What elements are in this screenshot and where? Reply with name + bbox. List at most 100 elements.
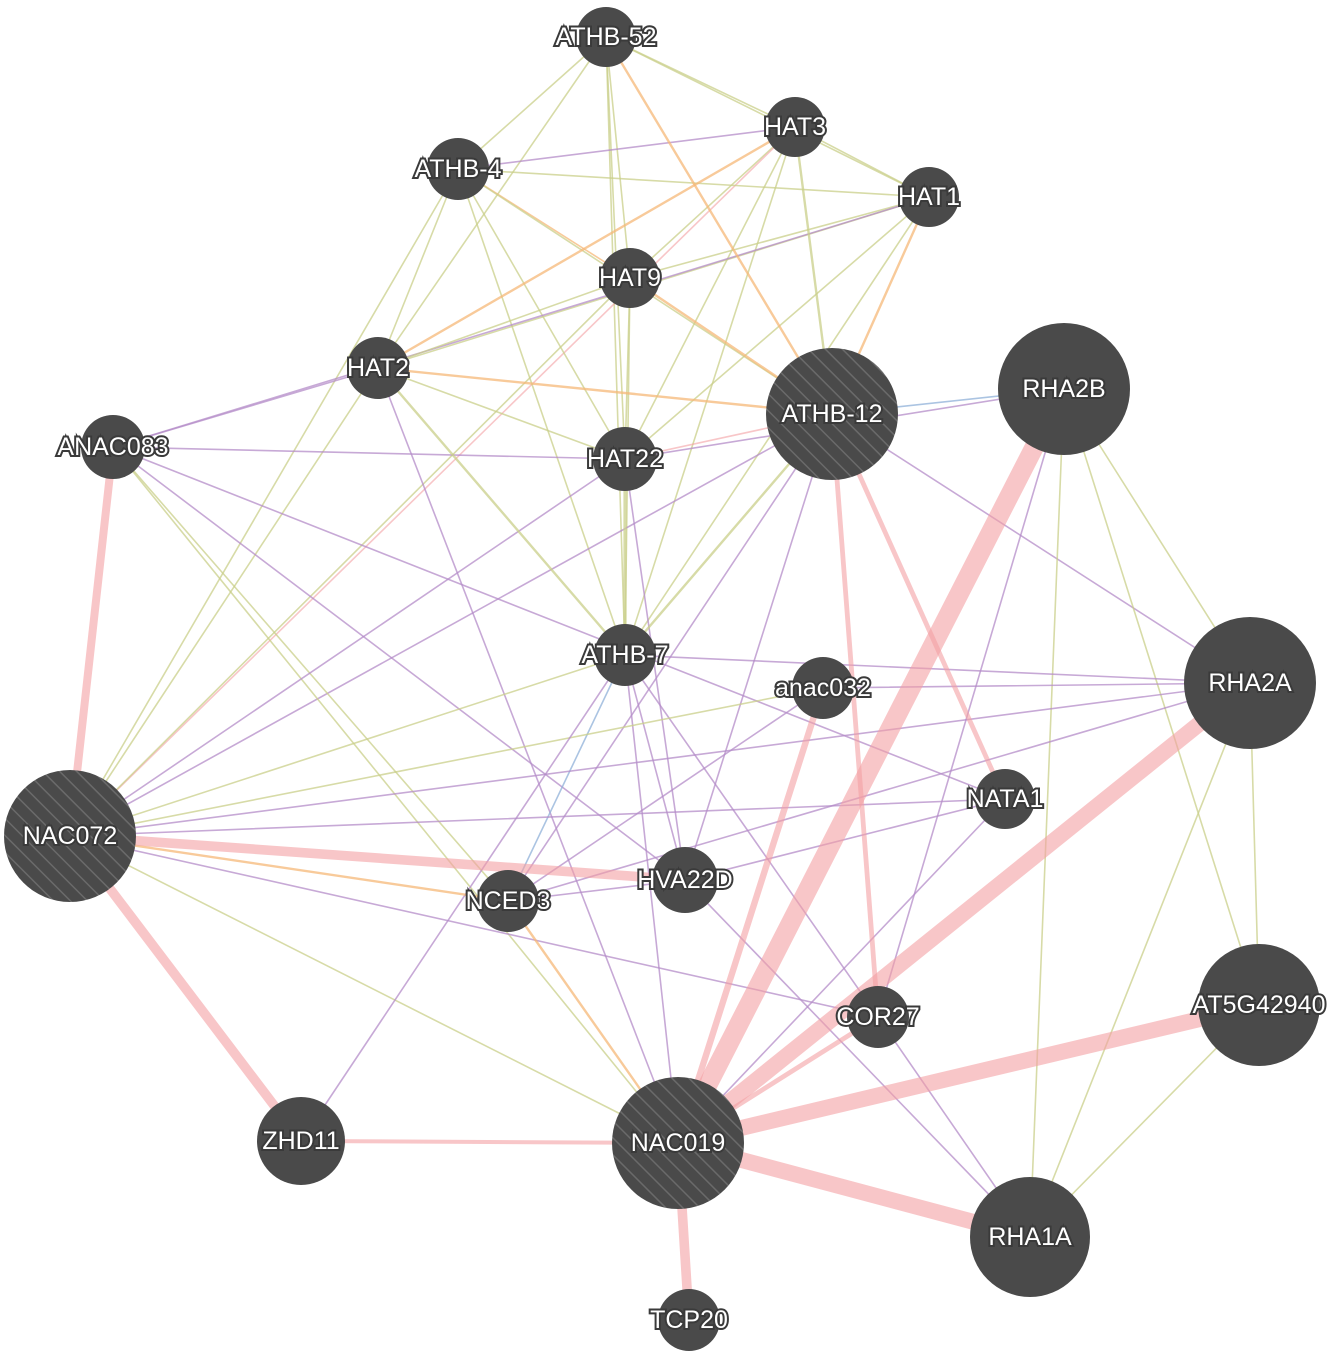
edge-HAT22-HVA22D <box>624 458 686 881</box>
edge-HAT9-HAT2 <box>377 277 631 369</box>
edge-RHA2A-NAC072 <box>69 682 1251 837</box>
node-COR27[interactable]: COR27 <box>834 986 922 1048</box>
node-layer: ATHB-52HAT3ATHB-4HAT1HAT9HAT2ATHB-12RHA2… <box>4 7 1327 1351</box>
edge-ATHB-12-NATA1 <box>829 411 1008 802</box>
node-TCP20[interactable]: TCP20 <box>648 1289 730 1351</box>
node-circle[interactable] <box>766 348 898 480</box>
edge-ATHB-4-NAC072 <box>69 168 459 837</box>
node-ZHD11[interactable]: ZHD11 <box>257 1097 345 1185</box>
node-circle[interactable] <box>477 870 539 932</box>
node-circle[interactable] <box>1184 617 1316 749</box>
node-ATHB-12[interactable]: ATHB-12 <box>766 348 898 480</box>
node-HAT3[interactable]: HAT3 <box>762 97 828 157</box>
node-RHA2A[interactable]: RHA2A <box>1184 617 1316 749</box>
edge-HAT2-ANAC083 <box>112 367 379 448</box>
edge-ANAC083-HVA22D <box>112 446 686 881</box>
node-circle[interactable] <box>652 847 718 913</box>
node-label: TCP20 <box>650 1306 728 1334</box>
edge-ATHB-52-ATHB-7 <box>605 36 626 656</box>
edge-AT5G42940-NAC019 <box>670 997 1267 1151</box>
node-RHA2B[interactable]: RHA2B <box>998 323 1130 455</box>
edge-anac032-RHA2A <box>822 682 1251 689</box>
edge-HAT1-HAT9 <box>629 196 930 279</box>
node-circle[interactable] <box>576 7 636 67</box>
node-label: ATHB-4 <box>414 155 501 183</box>
edge-HAT2-ATHB-12 <box>376 366 834 416</box>
node-label: HVA22D <box>637 866 732 894</box>
edge-NAC072-HVA22D <box>65 831 690 885</box>
node-circle[interactable] <box>81 415 145 479</box>
edge-HAT1-HAT22 <box>624 196 930 460</box>
edge-ANAC083-NCED3 <box>112 446 509 902</box>
node-circle[interactable] <box>257 1097 345 1185</box>
edge-HAT2-ATHB-7 <box>376 366 627 657</box>
node-NAC072[interactable]: NAC072 <box>4 770 136 902</box>
node-circle[interactable] <box>594 624 656 686</box>
node-label: HAT2 <box>347 354 409 382</box>
edge-ATHB-4-ATHB-7 <box>457 168 626 656</box>
edge-ATHB-7-NCED3 <box>507 654 626 902</box>
edge-HAT9-NAC072 <box>69 277 631 837</box>
edge-NAC072-NAC019 <box>69 835 679 1144</box>
node-label: NATA1 <box>967 785 1044 813</box>
edge-ATHB-52-ATHB-12 <box>604 35 834 416</box>
node-circle[interactable] <box>975 769 1035 829</box>
node-NCED3[interactable]: NCED3 <box>464 870 552 932</box>
edge-ANAC083-HAT22 <box>112 446 626 460</box>
edge-RHA2A-RHA1A <box>1029 682 1251 1238</box>
edge-RHA2B-AT5G42940 <box>1063 388 1260 1006</box>
edge-ATHB-7-RHA2A <box>624 654 1251 684</box>
node-anac032[interactable]: anac032 <box>773 657 873 719</box>
node-circle[interactable] <box>792 657 854 719</box>
node-circle[interactable] <box>600 248 660 308</box>
node-circle[interactable] <box>998 323 1130 455</box>
edge-HAT22-NAC072 <box>69 458 626 837</box>
node-label: COR27 <box>836 1003 919 1031</box>
node-circle[interactable] <box>4 770 136 902</box>
node-HAT9[interactable]: HAT9 <box>597 248 663 308</box>
node-HAT22[interactable]: HAT22 <box>585 427 665 491</box>
edge-ATHB-7-HVA22D <box>624 654 686 881</box>
node-circle[interactable] <box>847 986 909 1048</box>
node-circle[interactable] <box>899 167 959 227</box>
node-HAT1[interactable]: HAT1 <box>896 167 962 227</box>
node-circle[interactable] <box>658 1289 720 1351</box>
edge-NAC072-NCED3 <box>68 834 510 903</box>
node-ANAC083[interactable]: ANAC083 <box>55 415 171 479</box>
edge-ATHB-52-HAT22 <box>605 36 626 460</box>
node-label: RHA1A <box>988 1223 1072 1251</box>
node-AT5G42940[interactable]: AT5G42940 <box>1191 944 1327 1066</box>
node-RHA1A[interactable]: RHA1A <box>970 1177 1090 1297</box>
node-circle[interactable] <box>427 138 489 200</box>
node-label: HAT9 <box>599 264 661 292</box>
node-circle[interactable] <box>593 427 657 491</box>
node-label: ATHB-12 <box>782 400 883 428</box>
node-circle[interactable] <box>970 1177 1090 1297</box>
edge-ATHB-12-COR27 <box>829 411 881 1020</box>
node-NATA1[interactable]: NATA1 <box>965 769 1045 829</box>
node-circle[interactable] <box>765 97 825 157</box>
node-label: ATHB-52 <box>556 23 657 51</box>
node-circle[interactable] <box>612 1077 744 1209</box>
edge-NCED3-RHA2A <box>507 682 1251 902</box>
node-HVA22D[interactable]: HVA22D <box>635 847 735 913</box>
node-NAC019[interactable]: NAC019 <box>612 1077 744 1209</box>
edge-HAT3-HAT2 <box>376 125 797 370</box>
node-HAT2[interactable]: HAT2 <box>345 337 411 399</box>
edge-HAT2-NAC072 <box>69 367 379 837</box>
node-ATHB-7[interactable]: ATHB-7 <box>579 624 671 686</box>
node-label: anac032 <box>775 674 871 702</box>
edge-NATA1-HVA22D <box>684 798 1006 881</box>
edge-NAC019-NATA1 <box>677 798 1006 1144</box>
edge-RHA2A-NAC019 <box>670 675 1258 1151</box>
node-ATHB-52[interactable]: ATHB-52 <box>554 7 658 67</box>
edge-HAT1-ANAC083 <box>112 196 930 448</box>
node-ATHB-4[interactable]: ATHB-4 <box>412 138 504 200</box>
node-label: ANAC083 <box>57 433 168 461</box>
node-label: AT5G42940 <box>1193 991 1326 1019</box>
edge-anac032-NAC072 <box>69 687 824 837</box>
node-circle[interactable] <box>1198 944 1320 1066</box>
edge-HAT3-NAC072 <box>69 126 796 837</box>
node-circle[interactable] <box>347 337 409 399</box>
